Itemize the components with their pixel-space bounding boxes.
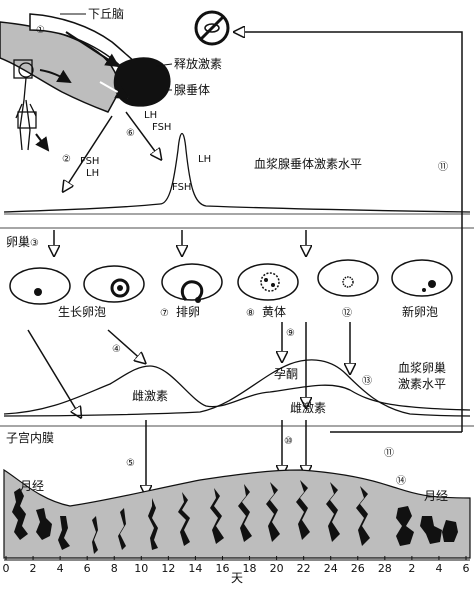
ovary-stage-5 xyxy=(317,259,379,297)
menses-label-left: 月经 xyxy=(20,479,44,493)
endometrium-glands xyxy=(12,480,458,554)
fsh-label-upper: FSH xyxy=(152,122,171,133)
head-arrow xyxy=(39,69,72,84)
releasing-hormone-label: 释放激素 xyxy=(174,56,222,71)
step-8: ⑧ xyxy=(246,308,255,319)
corpus-luteum-label: 黄体 xyxy=(262,305,286,319)
step-1: ① xyxy=(36,25,45,36)
step-2: ② xyxy=(62,154,71,165)
plasma-ovarian-label-2: 激素水平 xyxy=(398,377,446,391)
feedback-loop-line xyxy=(236,32,463,432)
step-9: ⑨ xyxy=(286,328,295,339)
x-tick-label: 18 xyxy=(243,562,257,575)
step-6: ⑥ xyxy=(126,128,135,139)
ovulation-label: 排卵 xyxy=(176,305,200,319)
x-tick-label: 4 xyxy=(435,562,442,575)
hormone-flow-arrow xyxy=(99,81,130,99)
estrogen-arrow-left xyxy=(27,329,80,416)
menses-label-right: 月经 xyxy=(424,489,448,503)
x-tick-label: 0 xyxy=(3,562,10,575)
releasing-arrow xyxy=(65,31,120,68)
step-10: ⑩ xyxy=(284,436,293,447)
prohibited-icon xyxy=(194,10,230,46)
step-12: ⑫ xyxy=(342,307,352,319)
endometrium-label: 子宫内膜 xyxy=(6,430,54,445)
hypothalamus-label: 下丘脑 xyxy=(88,7,124,21)
x-tick-label: 10 xyxy=(134,562,148,575)
lh-label-right: LH xyxy=(198,154,211,165)
x-tick-label: 24 xyxy=(324,562,338,575)
releasing-leader xyxy=(155,63,173,67)
fsh-label-left: FSH xyxy=(80,156,99,167)
plasma-ovarian-label-1: 血浆卵巢 xyxy=(398,360,446,375)
step-7: ⑦ xyxy=(160,308,169,319)
fsh-label-peak: FSH xyxy=(172,182,191,193)
progesterone-curve xyxy=(3,359,471,417)
ovary-stage-1 xyxy=(9,267,71,305)
step-11-lower: ⑪ xyxy=(384,447,394,459)
lh-fsh-arrow-right xyxy=(125,111,160,158)
x-tick-label: 8 xyxy=(111,562,118,575)
x-tick-label: 2 xyxy=(408,562,415,575)
progesterone-label: 孕酮 xyxy=(274,367,298,381)
lh-label-upper: LH xyxy=(144,110,157,121)
step-13: ⑬ xyxy=(362,375,372,387)
step-3: ③ xyxy=(30,238,39,249)
ovary-label: 卵巢 xyxy=(6,235,30,249)
ovary-stage-6 xyxy=(391,259,453,297)
plasma-pituitary-label: 血浆腺垂体激素水平 xyxy=(254,156,362,171)
pituitary-label: 腺垂体 xyxy=(174,83,210,97)
human-figure-icon xyxy=(13,59,37,151)
estrogen-curve xyxy=(3,365,471,415)
x-tick-label: 2 xyxy=(30,562,37,575)
x-tick-label: 12 xyxy=(161,562,175,575)
ovary-stage-4 xyxy=(237,263,299,301)
step-14: ⑭ xyxy=(396,475,406,487)
x-tick-label: 22 xyxy=(297,562,311,575)
step-4: ④ xyxy=(112,344,121,355)
x-tick-label: 28 xyxy=(378,562,392,575)
pituitary-gland xyxy=(113,57,171,107)
pituitary-hormone-curve xyxy=(3,132,471,213)
estrogen-label-1: 雌激素 xyxy=(132,388,168,403)
ovary-stage-3 xyxy=(161,263,223,303)
x-tick-label: 20 xyxy=(270,562,284,575)
step-11-upper: ⑪ xyxy=(438,161,448,173)
new-follicle-label: 新卵泡 xyxy=(402,304,438,319)
lh-label-left: LH xyxy=(86,168,99,179)
x-tick-label: 6 xyxy=(84,562,91,575)
estrogen-label-2: 雌激素 xyxy=(290,400,326,415)
x-tick-label: 4 xyxy=(57,562,64,575)
ovary-stage-2 xyxy=(83,265,145,303)
estrogen-arrow-right xyxy=(107,329,144,362)
x-tick-label: 6 xyxy=(463,562,470,575)
x-axis-unit: 天 xyxy=(231,571,243,585)
body-arrow xyxy=(35,133,50,152)
x-tick-label: 16 xyxy=(215,562,229,575)
step-5: ⑤ xyxy=(126,458,135,469)
x-tick-label: 14 xyxy=(188,562,202,575)
growing-follicle-label: 生长卵泡 xyxy=(58,305,106,319)
x-tick-label: 26 xyxy=(351,562,365,575)
fsh-lh-arrow-left xyxy=(64,115,113,190)
